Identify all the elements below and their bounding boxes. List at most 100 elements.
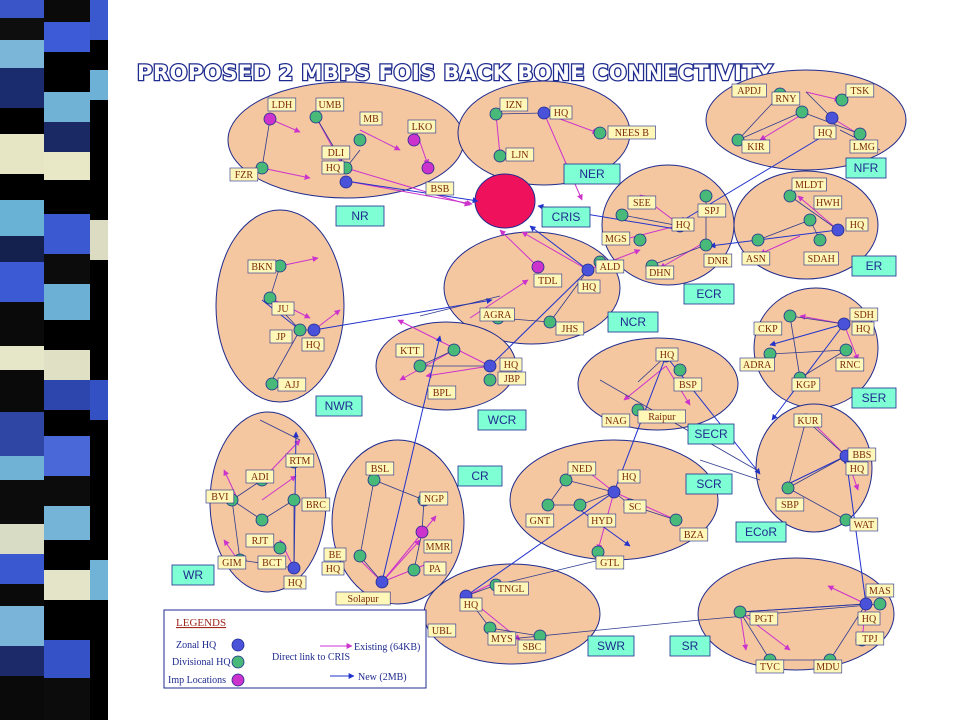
node-spj[interactable] xyxy=(699,189,713,203)
node-ckp[interactable] xyxy=(783,309,797,323)
node-bsl[interactable] xyxy=(367,473,381,487)
station-label-wr-hq: HQ xyxy=(283,575,307,590)
station-label-text: HQ xyxy=(850,220,865,231)
station-label-text: HYD xyxy=(591,516,613,527)
node-mmr[interactable] xyxy=(415,525,429,539)
station-label-izn: IZN xyxy=(499,97,529,112)
node-cr-hq[interactable] xyxy=(375,575,389,589)
node-hyd[interactable] xyxy=(573,498,587,512)
station-label-text: SC xyxy=(629,502,642,513)
node-brc[interactable] xyxy=(287,493,301,507)
station-label-text: Raipur xyxy=(648,412,676,423)
node-mldt[interactable] xyxy=(783,189,797,203)
station-label-text: BVI xyxy=(211,492,228,503)
station-label-text: BSB xyxy=(430,184,449,195)
station-label-asn: ASN xyxy=(741,251,771,266)
node-mas[interactable] xyxy=(873,597,887,611)
node-er-hq[interactable] xyxy=(831,223,845,237)
station-label-text: NAG xyxy=(605,416,627,427)
station-label-ner-hq: HQ xyxy=(549,105,573,120)
node-sbp[interactable] xyxy=(781,481,795,495)
node-be[interactable] xyxy=(353,549,367,563)
node-rnc[interactable] xyxy=(839,343,853,357)
node-umb[interactable] xyxy=(309,110,323,124)
node-pgt[interactable] xyxy=(733,605,747,619)
zone-label-swr: SWR xyxy=(597,639,625,653)
node-asn[interactable] xyxy=(751,233,765,247)
node-bct[interactable] xyxy=(273,541,287,555)
station-label-bpl: BPL xyxy=(427,385,457,400)
zone-label-nwr: NWR xyxy=(325,399,354,413)
node-jp[interactable] xyxy=(293,323,307,337)
station-label-mas: MAS xyxy=(865,583,895,598)
station-label-ubl: UBL xyxy=(427,623,457,638)
station-label-adra: ADRA xyxy=(739,357,775,372)
decorative-strip xyxy=(0,0,108,720)
node-ldh[interactable] xyxy=(263,112,277,126)
node-ktt[interactable] xyxy=(447,343,461,357)
node-scr-hq[interactable] xyxy=(607,485,621,499)
node-bsb[interactable] xyxy=(421,161,435,175)
station-label-bsp: BSP xyxy=(673,377,703,392)
station-label-kgp: KGP xyxy=(791,377,821,392)
node-jhs[interactable] xyxy=(543,315,557,329)
station-label-text: PA xyxy=(429,564,442,575)
node-ser-hq[interactable] xyxy=(837,317,851,331)
node-ajj[interactable] xyxy=(265,377,279,391)
node-ned[interactable] xyxy=(559,473,573,487)
node-nwr-hq[interactable] xyxy=(307,323,321,337)
region-swr xyxy=(423,563,601,665)
node-izn[interactable] xyxy=(489,107,503,121)
node-sr-hq[interactable] xyxy=(859,597,873,611)
legend-imp-locations: Imp Locations xyxy=(168,675,226,686)
node-lko[interactable] xyxy=(407,133,421,147)
node-see[interactable] xyxy=(615,208,629,222)
node-ljn[interactable] xyxy=(493,149,507,163)
node-mgs[interactable] xyxy=(633,233,647,247)
node-tsk[interactable] xyxy=(835,93,849,107)
station-label-sr-hq: HQ xyxy=(857,611,881,626)
node-lmg[interactable] xyxy=(853,127,867,141)
node-tdl[interactable] xyxy=(531,260,545,274)
station-label-gnt: GNT xyxy=(525,513,555,528)
station-label-text: NEES B xyxy=(615,128,650,139)
station-label-text: JBP xyxy=(504,374,521,385)
node-dnr[interactable] xyxy=(699,238,713,252)
node-bza[interactable] xyxy=(669,513,683,527)
station-label-bsl: BSL xyxy=(365,461,395,476)
station-label-text: SPJ xyxy=(704,206,719,217)
station-label-mgs: MGS xyxy=(601,231,631,246)
node-nfr-hq[interactable] xyxy=(825,111,839,125)
node-nr-hq[interactable] xyxy=(339,175,353,189)
zone-label-ser: SER xyxy=(862,391,887,405)
station-label-adi: ADI xyxy=(245,469,275,484)
station-label-fzr: FZR xyxy=(229,167,259,182)
node-sdah[interactable] xyxy=(813,233,827,247)
station-label-bct: BCT xyxy=(257,555,287,570)
node-pa[interactable] xyxy=(407,563,421,577)
legend: LEGENDS Zonal HQ Divisional HQ Imp Locat… xyxy=(163,609,427,689)
cris-label: CRIS xyxy=(552,210,581,224)
station-label-scr-hq: HQ xyxy=(617,469,641,484)
node-hwh[interactable] xyxy=(803,213,817,227)
node-rjt[interactable] xyxy=(255,513,269,527)
node-ner-hq[interactable] xyxy=(537,106,551,120)
node-wr-hq[interactable] xyxy=(287,561,301,575)
station-label-text: HQ xyxy=(288,578,303,589)
station-label-text: MYS xyxy=(491,634,513,645)
station-label-text: JU xyxy=(277,304,289,315)
station-label-secr-hq: HQ xyxy=(655,347,679,362)
node-gnt[interactable] xyxy=(541,498,555,512)
node-mb[interactable] xyxy=(353,133,367,147)
node-apdj[interactable] xyxy=(795,105,809,119)
node-jbp[interactable] xyxy=(483,373,497,387)
station-label-text: CKP xyxy=(758,324,778,335)
node-bpl[interactable] xyxy=(413,359,427,373)
node-wcr-hq[interactable] xyxy=(483,359,497,373)
node-neesb[interactable] xyxy=(593,126,607,140)
station-label-nr-hq: HQ xyxy=(321,160,345,175)
node-bsp[interactable] xyxy=(673,363,687,377)
node-ncr-hq[interactable] xyxy=(581,263,595,277)
node-ju[interactable] xyxy=(263,291,277,305)
